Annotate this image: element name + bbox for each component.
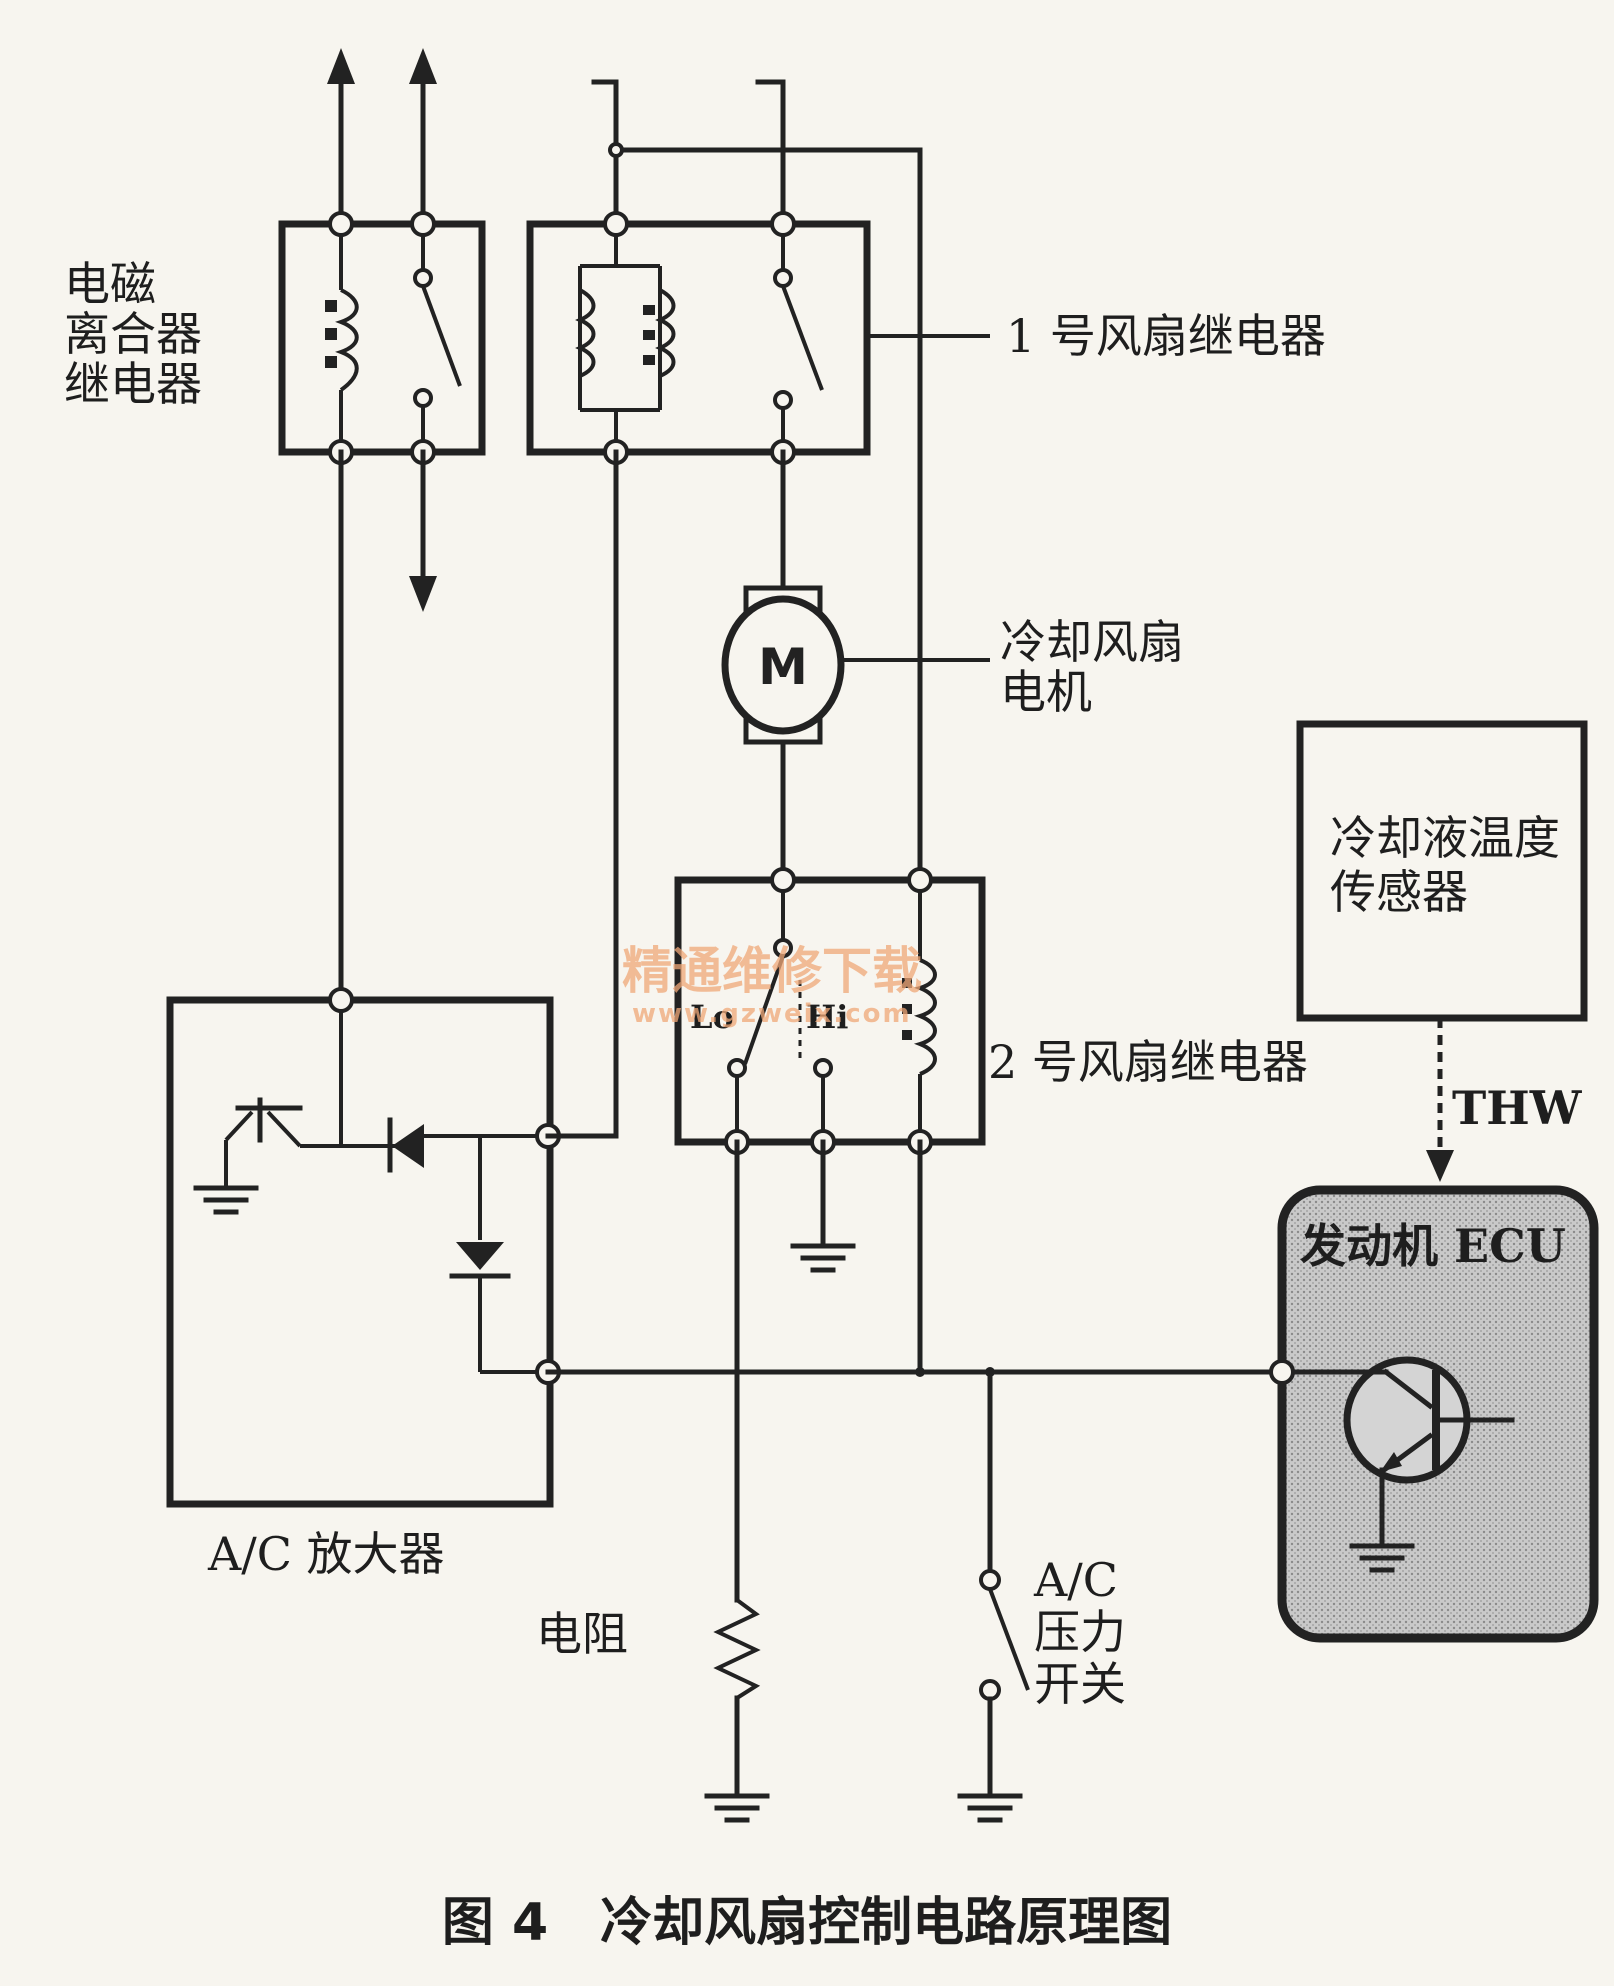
ac-pressure-switch-label-line1: A/C <box>1033 1553 1118 1607</box>
ground-icon <box>790 1243 856 1273</box>
fan-relay-1-label: 1 号风扇继电器 <box>1006 309 1326 363</box>
ac-amplifier-label: A/C 放大器 <box>207 1527 445 1581</box>
clutch-relay-box <box>278 220 486 456</box>
ground-icon <box>1349 1543 1415 1573</box>
engine-ecu-label: 发动机 ECU <box>1300 1219 1566 1273</box>
lo-label: Lo <box>690 998 734 1036</box>
diode-icon <box>449 1242 511 1279</box>
resistor-label: 电阻 <box>536 1607 628 1661</box>
fan-relay-1 <box>526 79 990 883</box>
engine-ecu <box>1269 1185 1599 1643</box>
arrow-up-icon <box>327 48 355 84</box>
ac-pressure-switch-label-line3: 开关 <box>1034 1657 1126 1711</box>
clutch-relay-label-line3: 继电器 <box>64 357 202 411</box>
motor-icon <box>721 595 845 735</box>
arrow-down-icon <box>1426 1150 1454 1182</box>
fan-relay-2-label: 2 号风扇继电器 <box>988 1035 1308 1089</box>
ac-amplifier-box <box>166 996 554 1508</box>
relay-switch-icon <box>413 226 462 450</box>
watermark-url: www.gzweix.com <box>632 999 912 1029</box>
arrow-down-icon <box>409 576 437 612</box>
ground-icon <box>193 1185 259 1215</box>
watermark-text: 精通维修下载 <box>622 942 922 1000</box>
resistor-icon <box>713 1598 761 1700</box>
relay-coil-icon <box>325 226 359 450</box>
ground-icon <box>957 1793 1023 1823</box>
transistor-icon <box>224 1097 410 1188</box>
hi-label: Hi <box>806 998 848 1036</box>
clutch-relay-label-line1: 电磁 <box>64 257 156 311</box>
figure-caption: 图 4 冷却风扇控制电路原理图 <box>442 1893 1172 1953</box>
pressure-switch-icon <box>979 1569 1030 1701</box>
relay-switch-icon <box>773 226 824 450</box>
ac-amplifier <box>166 449 619 1508</box>
diode-icon <box>387 1117 424 1173</box>
arrow-up-icon <box>409 48 437 84</box>
coolant-sensor-label-line1: 冷却液温度 <box>1330 811 1560 865</box>
fan-relay-2: Lo Hi <box>674 867 986 1273</box>
clutch-relay <box>278 48 486 612</box>
ground-icon <box>704 1793 770 1823</box>
fan-motor-label-line2: 电机 <box>1000 665 1092 719</box>
clutch-relay-label-line2: 离合器 <box>64 307 202 361</box>
relay-coil-icon <box>575 226 676 450</box>
fan-motor-label-line1: 冷却风扇 <box>1000 615 1184 669</box>
coolant-sensor-label-line2: 传感器 <box>1330 865 1468 919</box>
thw-label: THW <box>1452 1081 1583 1135</box>
fan-motor: M <box>721 449 990 883</box>
ac-pressure-switch-label-line2: 压力 <box>1034 1605 1126 1659</box>
motor-symbol: M <box>758 638 808 696</box>
